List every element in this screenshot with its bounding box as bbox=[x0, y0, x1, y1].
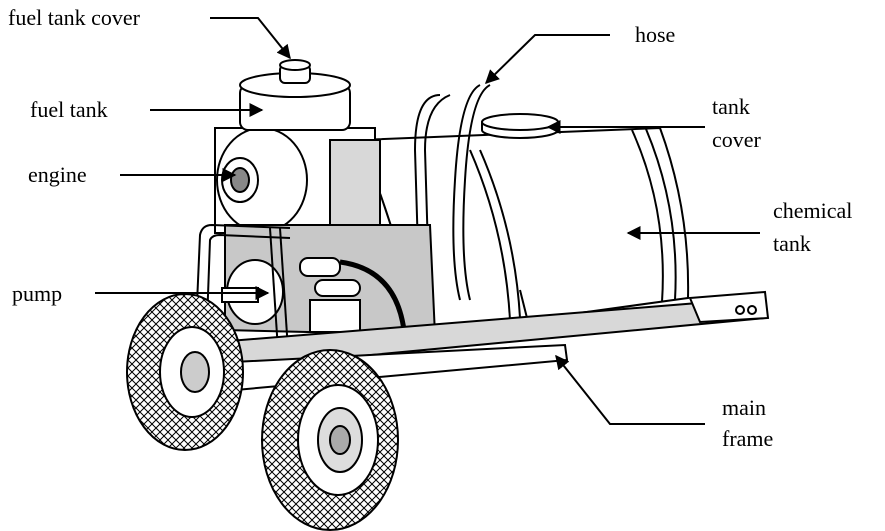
label-hose: hose bbox=[635, 22, 676, 47]
front-wheel-shape bbox=[261, 349, 399, 531]
label-chemical-tank-line2: tank bbox=[773, 231, 811, 256]
label-engine: engine bbox=[28, 162, 87, 187]
label-tank-cover-line1: tank bbox=[712, 94, 750, 119]
main-frame-leader bbox=[555, 354, 705, 425]
pump-shape bbox=[221, 224, 437, 341]
hose-leader bbox=[484, 34, 610, 84]
label-main-frame-line2: frame bbox=[722, 426, 774, 451]
rear-wheel-shape bbox=[126, 293, 244, 451]
tank-cover-shape bbox=[481, 113, 559, 139]
leader-lines bbox=[95, 17, 760, 425]
handle-frame-shape bbox=[194, 223, 291, 351]
label-fuel-tank: fuel tank bbox=[30, 97, 108, 122]
fuel-tank-cover-leader bbox=[210, 17, 291, 60]
label-tank-cover-line2: cover bbox=[712, 127, 761, 152]
label-fuel-tank-cover: fuel tank cover bbox=[8, 5, 140, 30]
label-main-frame-line1: main bbox=[722, 395, 766, 420]
label-chemical-tank-line1: chemical bbox=[773, 198, 853, 223]
fuel-tank-shape bbox=[239, 59, 351, 131]
engine-shape bbox=[214, 127, 381, 234]
label-pump: pump bbox=[12, 281, 63, 306]
